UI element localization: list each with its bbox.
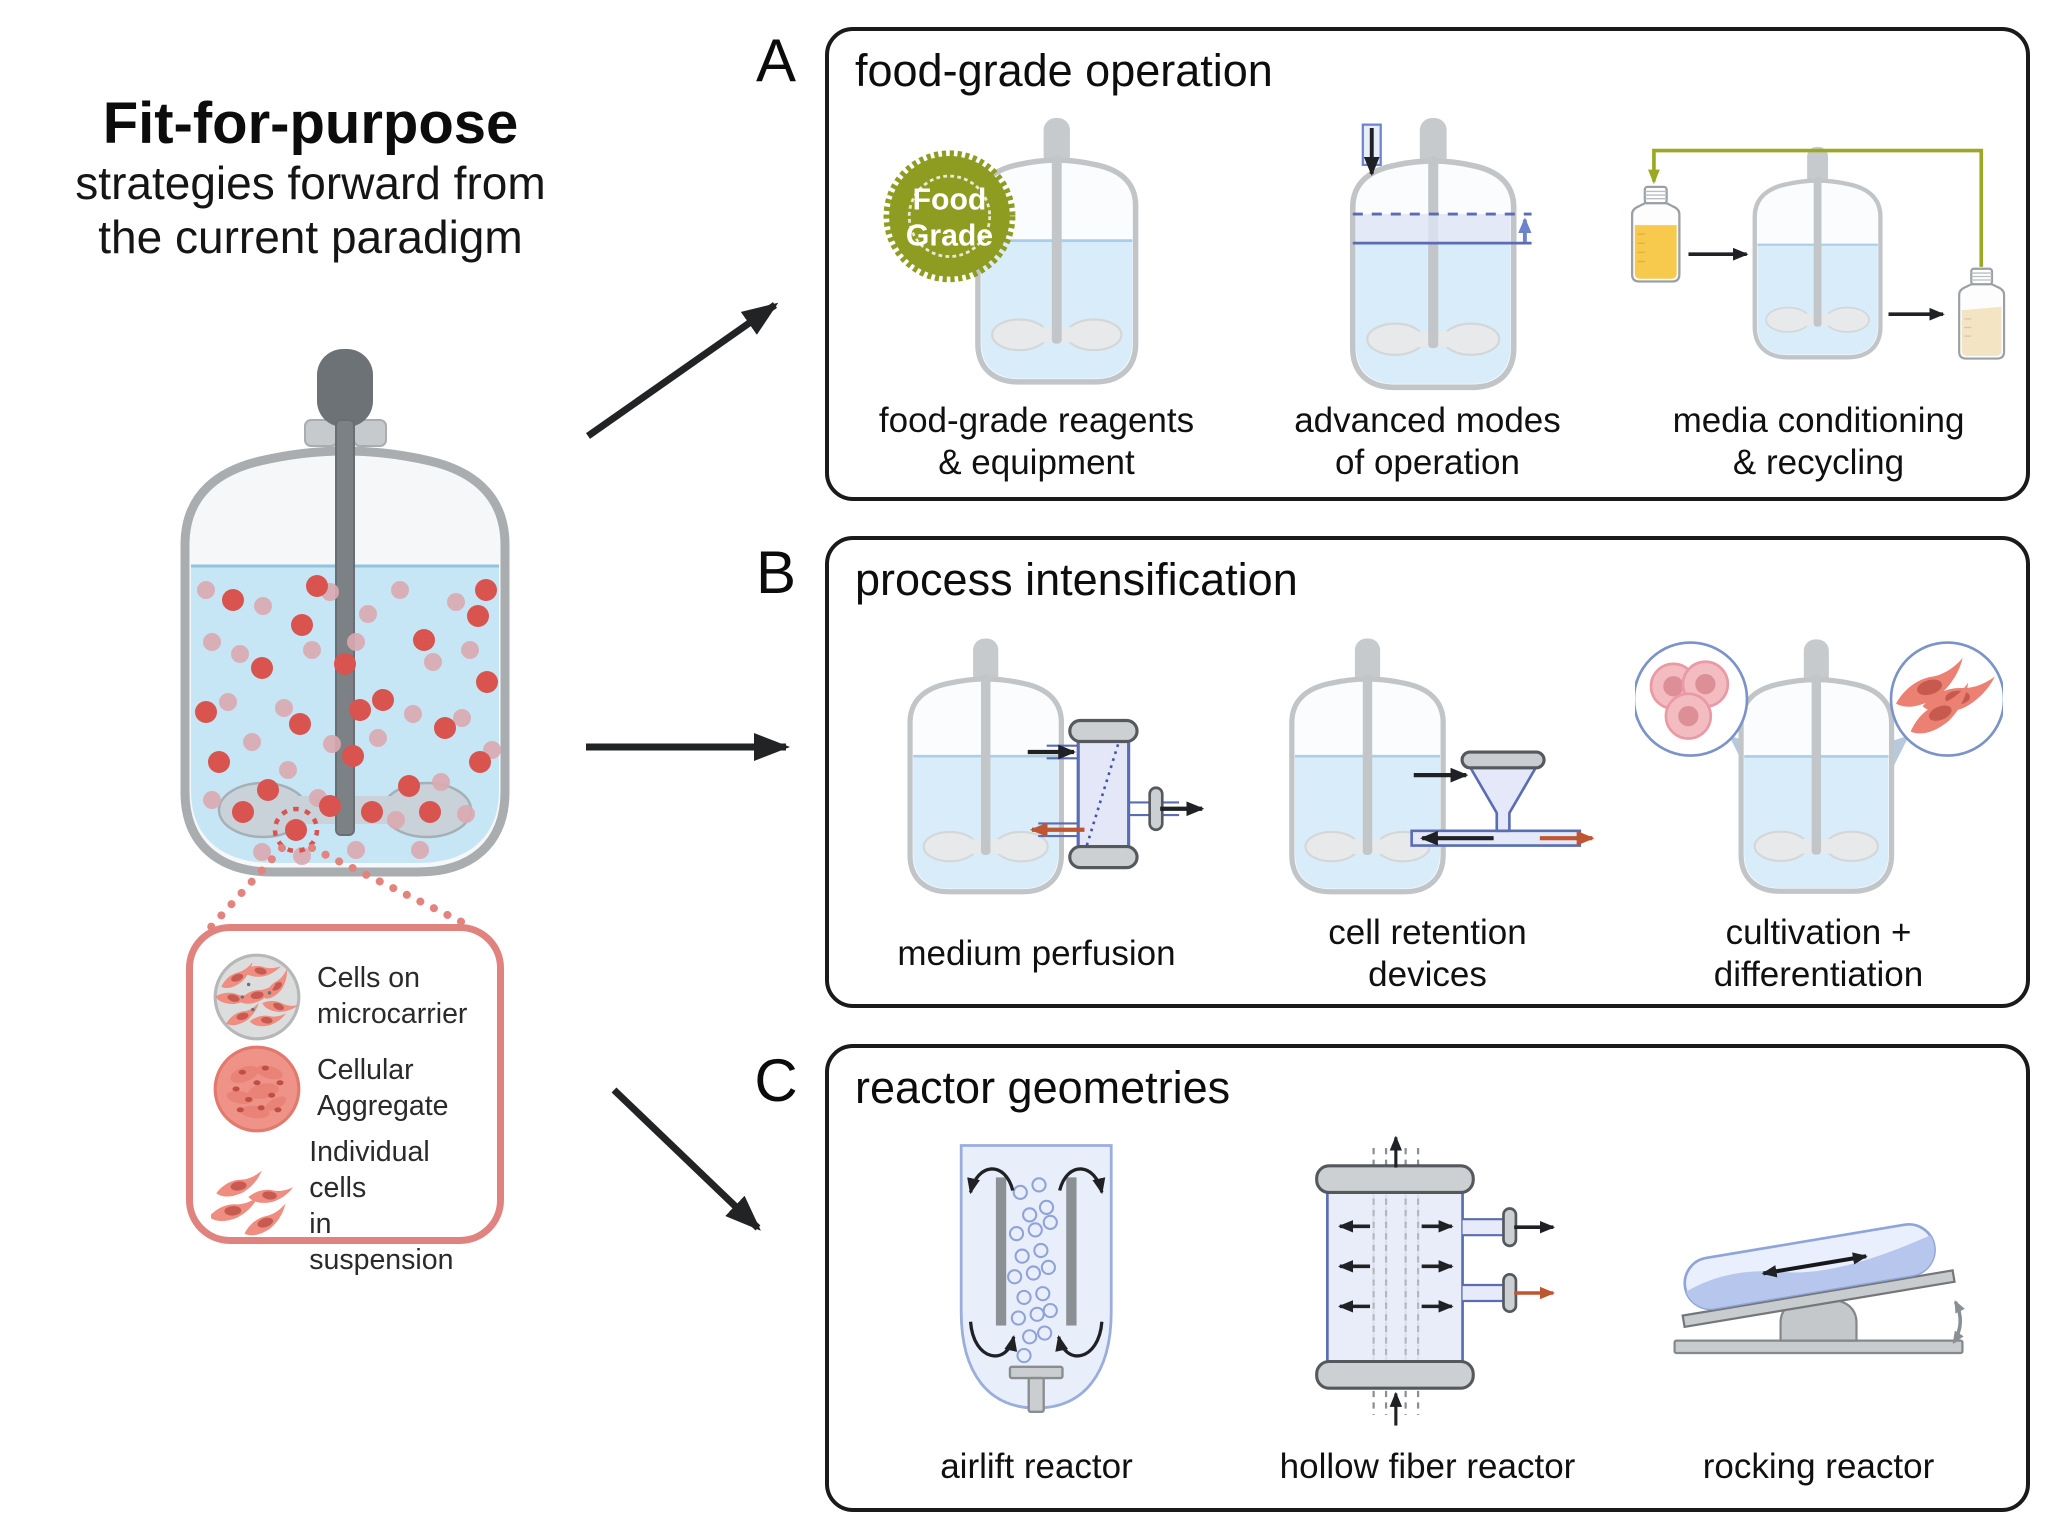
legend-row-individual-cells: Individual cells in suspension [211, 1135, 479, 1279]
baffle-right [1066, 1177, 1077, 1326]
vessel [180, 446, 510, 877]
item-hollow-fiber-reactor: hollow fiber reactor [1232, 1126, 1623, 1498]
caption-cultivation-differentiation: cultivation + differentiation [1713, 913, 1924, 994]
transmembrane-arrows [1337, 1220, 1454, 1313]
cartridge-cap-top [1314, 1164, 1475, 1195]
item-rocking-reactor: rocking reactor [1623, 1126, 2014, 1498]
item-medium-perfusion: medium perfusion [841, 618, 1232, 1002]
figure-title-bold: Fit-for-purpose [102, 91, 519, 156]
caption-cell-retention: cell retention devices [1328, 913, 1527, 994]
figure-title-line3: the current paradigm [98, 211, 523, 264]
rocking-platform-group [1681, 1223, 1956, 1329]
legend-label-microcarrier: Cells on microcarrier [317, 962, 468, 1030]
arrow-to-panel-c [611, 1087, 761, 1231]
panel-b-title: process intensification [855, 554, 1298, 605]
legend-row-aggregate: Cellular Aggregate [211, 1043, 479, 1135]
panel-c-reactor-geometries: reactor geometries [825, 1044, 2030, 1512]
caption-advanced-modes: advanced modes of operation [1294, 401, 1561, 482]
media-recycling-bioreactor-icon [1630, 136, 2006, 360]
impeller [217, 781, 473, 839]
motor-cap [317, 349, 373, 427]
port-flange-top [1501, 1207, 1517, 1248]
cellular-aggregate-icon [213, 1045, 301, 1133]
svg-text:Food: Food [912, 184, 986, 217]
food-grade-badge: Food Grade [883, 150, 1016, 283]
cartridge-cap-bottom [1314, 1359, 1475, 1390]
cell-format-legend: Cells on microcarrier [186, 924, 504, 1276]
zoom-callout-lines [206, 844, 478, 932]
rocking-angle-arrow [1952, 1300, 1965, 1344]
added-volume-band [1355, 214, 1511, 244]
panel-b-letter: B [755, 539, 797, 606]
cartridge-body [1325, 1184, 1464, 1367]
individual-cells-icon [211, 1170, 294, 1239]
wave-motion-arrow [1761, 1252, 1868, 1278]
gas-bubbles [1007, 1177, 1059, 1364]
port-flange-bottom [1501, 1272, 1517, 1314]
item-media-conditioning: media conditioning & recycling [1623, 109, 2014, 490]
arrow-to-panel-a [585, 302, 779, 439]
panel-a-title: food-grade operation [855, 45, 1273, 96]
panel-a-food-grade-operation: food-grade operation Food Grade [825, 27, 2030, 501]
legend-label-individual-cells: Individual cells in suspension [309, 1136, 454, 1276]
figure-title-line2: strategies forward from [75, 156, 546, 209]
recycle-loop-line [1648, 148, 1984, 267]
legend-label-aggregate: Cellular Aggregate [317, 1054, 449, 1122]
advanced-operation-bioreactor-icon [1260, 109, 1532, 394]
filter-cap-top [1068, 718, 1139, 744]
cultivation-differentiation-icon [1634, 618, 2003, 906]
svg-text:Grade: Grade [906, 219, 993, 252]
settler-funnel [1468, 766, 1539, 833]
item-food-grade-reagents: Food Grade food-grade reagents & equipme… [841, 109, 1232, 490]
differentiated-cells-zoom-circle [1888, 641, 2003, 757]
item-cell-retention: cell retention devices [1232, 618, 1623, 1002]
filter-membrane [1083, 736, 1122, 854]
suspended-cells-pink [197, 581, 501, 865]
baffle-left [996, 1177, 1007, 1326]
stirrer-shaft [335, 419, 355, 836]
conditioned-media-bottle [1958, 267, 2006, 360]
culture-liquid [191, 566, 499, 863]
filter-cap-bottom [1068, 845, 1139, 870]
settler-cap [1460, 750, 1546, 770]
caption-hollow-fiber-reactor: hollow fiber reactor [1279, 1447, 1576, 1486]
aggregate-zoom-circle [1634, 641, 1748, 757]
suspended-cells-red [195, 575, 498, 841]
figure-title: Fit-for-purpose strategies forward from … [58, 92, 563, 264]
base-plate [1673, 1339, 1964, 1355]
stirred-tank-bioreactor-icon [180, 349, 510, 932]
legend-row-microcarrier: Cells on microcarrier [211, 951, 479, 1043]
item-airlift-reactor: airlift reactor [841, 1126, 1232, 1498]
rocking-reactor-icon [1673, 1223, 1965, 1355]
hollow-fiber-reactor-icon [1314, 1135, 1555, 1426]
caption-airlift-reactor: airlift reactor [940, 1447, 1133, 1486]
panel-b-process-intensification: process intensification [825, 536, 2030, 1008]
caption-medium-perfusion: medium perfusion [897, 934, 1176, 973]
zoom-callout-circle [272, 806, 320, 854]
caption-food-grade-reagents: food-grade reagents & equipment [878, 401, 1195, 482]
item-advanced-modes: advanced modes of operation [1232, 109, 1623, 490]
item-cultivation-differentiation: cultivation + differentiation [1623, 618, 2014, 1002]
sparger-stem [1027, 1376, 1046, 1413]
panel-c-letter: C [754, 1047, 798, 1114]
panel-a-letter: A [755, 27, 797, 94]
fresh-media-bottle [1630, 185, 1681, 283]
rocking-platform [1681, 1269, 1956, 1329]
food-grade-bioreactor-icon: Food Grade [883, 109, 1204, 394]
cells-on-microcarrier-icon [213, 953, 301, 1041]
caption-media-conditioning: media conditioning & recycling [1672, 401, 1965, 482]
panel-c-title: reactor geometries [855, 1062, 1231, 1113]
sparger-bar [1009, 1365, 1064, 1380]
cell-retention-bioreactor-icon [1254, 628, 1595, 896]
caption-rocking-reactor: rocking reactor [1702, 1447, 1935, 1486]
circulation-arrows [967, 1167, 1106, 1358]
medium-perfusion-bioreactor-icon [868, 628, 1205, 896]
airlift-reactor-icon [960, 1144, 1113, 1413]
